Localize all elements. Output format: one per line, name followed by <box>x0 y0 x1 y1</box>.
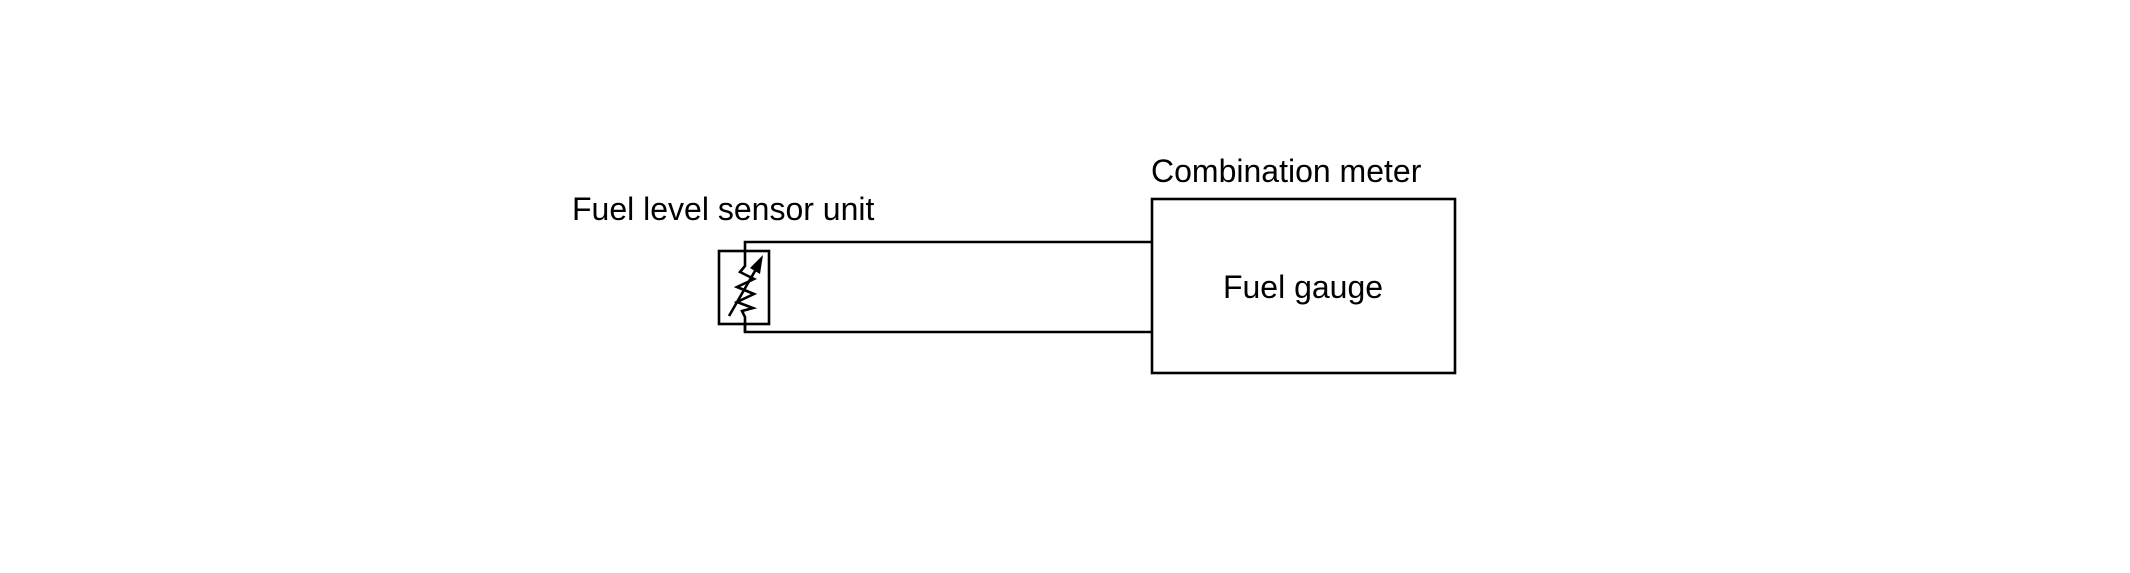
combination-meter-box <box>1150 197 1457 375</box>
variable-resistor-icon <box>727 251 763 332</box>
fuel-gauge-label: Fuel gauge <box>1223 269 1383 305</box>
lower-wire <box>743 324 1152 334</box>
combination-meter-label: Combination meter <box>1151 153 1422 189</box>
upper-wire <box>743 240 1152 251</box>
sensor-unit-label: Fuel level sensor unit <box>572 191 874 227</box>
